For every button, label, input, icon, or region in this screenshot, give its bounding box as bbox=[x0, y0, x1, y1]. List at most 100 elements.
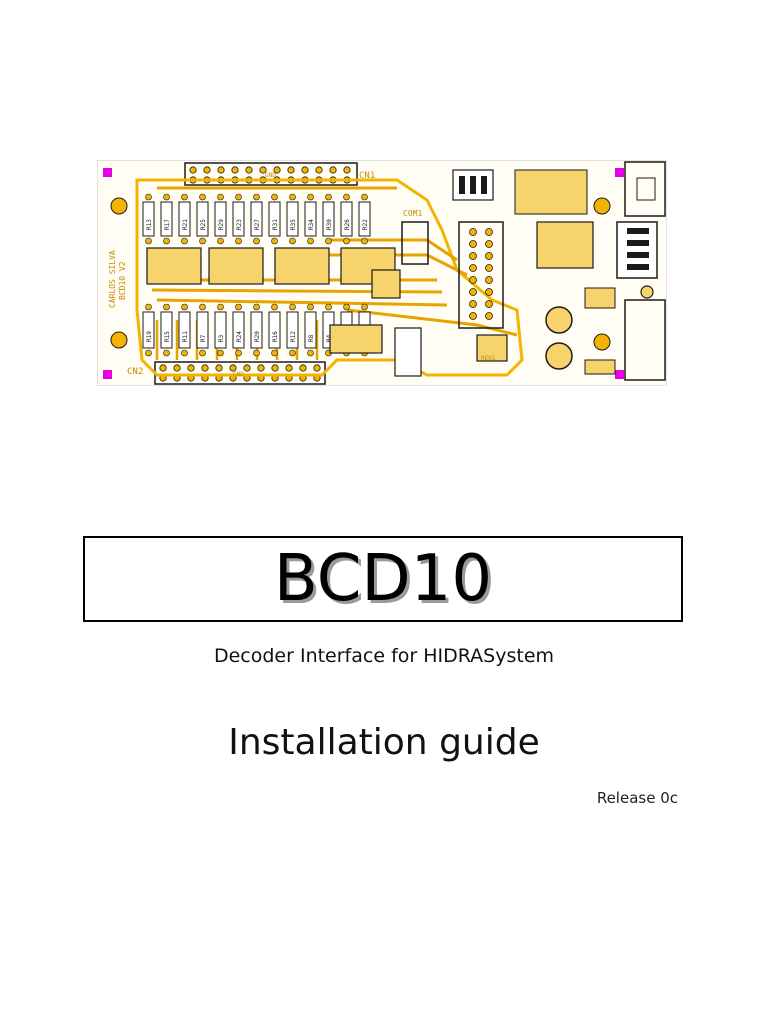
resistor-pad bbox=[235, 237, 242, 245]
label-cn2: CN2 bbox=[127, 367, 143, 377]
resistor-pad bbox=[307, 237, 314, 245]
resistor-pad bbox=[181, 237, 188, 245]
resistor-pad bbox=[271, 237, 278, 245]
resistor-pad bbox=[235, 303, 242, 311]
resistor-label: R26 bbox=[344, 219, 351, 230]
resistor-label: R8 bbox=[308, 334, 315, 342]
dip-lever bbox=[627, 264, 649, 270]
resistor bbox=[142, 201, 155, 237]
resistor bbox=[304, 311, 317, 349]
corner-marker bbox=[103, 168, 112, 177]
resistor-pad bbox=[343, 237, 350, 245]
resistor-pad bbox=[343, 303, 350, 311]
capacitor-c1 bbox=[545, 306, 573, 334]
dip-lever bbox=[627, 228, 649, 234]
header-pin bbox=[469, 252, 477, 260]
resistor-pad bbox=[343, 193, 350, 201]
ic-group bbox=[146, 247, 422, 377]
header-pin bbox=[469, 312, 477, 320]
resistor bbox=[286, 201, 299, 237]
header-pin bbox=[469, 264, 477, 272]
header-pin bbox=[485, 240, 493, 248]
resistor-pad bbox=[253, 349, 260, 357]
connector-pin bbox=[159, 364, 167, 372]
resistor-pad bbox=[217, 237, 224, 245]
resistor-label: R16 bbox=[272, 331, 279, 342]
label-cn1: CN1 bbox=[359, 171, 375, 181]
resistor-label: R13 bbox=[146, 219, 153, 230]
resistor-pad bbox=[163, 237, 170, 245]
led bbox=[640, 285, 654, 299]
resistor-pad bbox=[271, 303, 278, 311]
resistor bbox=[304, 201, 317, 237]
corner-marker bbox=[103, 370, 112, 379]
resistor-pad bbox=[163, 303, 170, 311]
resistor-pad bbox=[217, 303, 224, 311]
resistor-pad bbox=[145, 349, 152, 357]
resistor-pad bbox=[361, 303, 368, 311]
connector-pin bbox=[313, 364, 321, 372]
resistor-pad bbox=[145, 193, 152, 201]
resistor-pad bbox=[199, 193, 206, 201]
resistor-pad bbox=[361, 193, 368, 201]
dip-lever bbox=[459, 176, 465, 194]
resistor bbox=[358, 201, 371, 237]
capacitor-c2 bbox=[545, 342, 573, 370]
ic-ic5 bbox=[274, 247, 330, 285]
resistor bbox=[214, 311, 227, 349]
resistor-pad bbox=[325, 303, 332, 311]
resistor-label: R25 bbox=[200, 219, 207, 230]
dip-lever bbox=[627, 240, 649, 246]
ic-ic9 bbox=[536, 221, 594, 269]
resistor-label: R21 bbox=[182, 219, 189, 230]
resistor-label: R22 bbox=[362, 219, 369, 230]
resistor-pad bbox=[145, 237, 152, 245]
resistor-pad bbox=[289, 237, 296, 245]
resistor-label: R15 bbox=[164, 331, 171, 342]
connector-pin bbox=[229, 364, 237, 372]
resistor-label: R19 bbox=[146, 331, 153, 342]
resistor-pad bbox=[253, 193, 260, 201]
dip-lever bbox=[470, 176, 476, 194]
resistor bbox=[232, 201, 245, 237]
resistor-pad bbox=[181, 193, 188, 201]
header-pin bbox=[469, 228, 477, 236]
resistor-pad bbox=[217, 193, 224, 201]
connector-right-bottom bbox=[624, 299, 666, 381]
connector-pin bbox=[285, 364, 293, 372]
resistor-label: R20 bbox=[254, 331, 261, 342]
connector-pin bbox=[173, 364, 181, 372]
resistor-pad bbox=[235, 349, 242, 357]
header-j1 bbox=[458, 221, 504, 329]
ic-socket bbox=[394, 327, 422, 377]
resistor-label: R27 bbox=[254, 219, 261, 230]
resistor-pad bbox=[289, 193, 296, 201]
resistor bbox=[178, 201, 191, 237]
resistor-pad bbox=[307, 193, 314, 201]
label-gnd-top: GND bbox=[265, 172, 276, 179]
connector-pin bbox=[215, 364, 223, 372]
title-box: BCD10 bbox=[83, 536, 683, 622]
resistor bbox=[286, 311, 299, 349]
resistor-label: R30 bbox=[326, 219, 333, 230]
resistor-label: R7 bbox=[200, 334, 207, 342]
connector-right-top-inner bbox=[636, 177, 656, 201]
connector-pin bbox=[187, 364, 195, 372]
header-pin bbox=[469, 276, 477, 284]
header-pin bbox=[485, 228, 493, 236]
com-connector bbox=[401, 221, 429, 265]
connector-pin bbox=[189, 166, 197, 174]
resistor-pad bbox=[145, 303, 152, 311]
connector-pin bbox=[343, 166, 351, 174]
label-reg1: REG1 bbox=[481, 355, 496, 362]
resistor-pad bbox=[289, 303, 296, 311]
cn1-pins bbox=[189, 166, 351, 184]
dip-right-levers bbox=[627, 228, 649, 270]
resistor-label: R35 bbox=[290, 219, 297, 230]
regulator-reg1 bbox=[476, 334, 508, 362]
header-pin bbox=[485, 264, 493, 272]
connector-pin bbox=[259, 166, 267, 174]
connector-right-top bbox=[624, 161, 666, 217]
resistor-pad bbox=[325, 193, 332, 201]
